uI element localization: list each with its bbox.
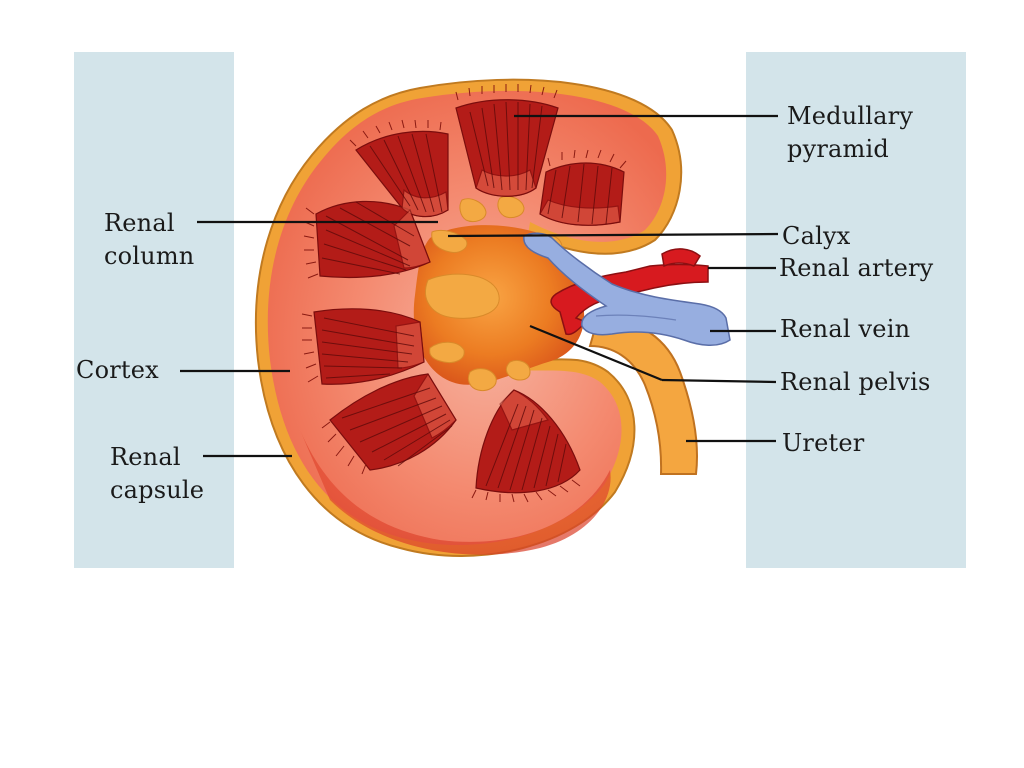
label-renal-column-line1: Renal <box>104 209 175 237</box>
pyramid-fringe <box>301 84 627 503</box>
label-calyx: Calyx <box>782 222 851 250</box>
label-ureter: Ureter <box>782 429 865 457</box>
label-renal-capsule: Renal capsule <box>110 441 204 507</box>
renal-vein <box>523 232 731 346</box>
label-renal-column-line2: column <box>104 242 195 270</box>
pyramid-striations <box>321 101 613 491</box>
label-renal-capsule-line2: capsule <box>110 476 205 504</box>
label-renal-capsule-line1: Renal <box>110 443 181 471</box>
label-medullary-line1: Medullary <box>787 102 914 130</box>
label-renal-vein: Renal vein <box>780 315 911 343</box>
panel-right <box>746 52 966 568</box>
panel-left <box>74 52 234 568</box>
cortex-lower <box>300 430 611 555</box>
leader-renal-pelvis <box>529 324 663 382</box>
ureter <box>588 316 699 475</box>
pyramid-lower-center <box>475 389 581 494</box>
leader-calyx <box>447 232 779 238</box>
renal-artery-branch <box>661 248 701 268</box>
label-renal-column: Renal column <box>104 207 194 273</box>
label-renal-pelvis: Renal pelvis <box>780 368 931 396</box>
label-renal-artery: Renal artery <box>779 254 934 282</box>
leader-lines <box>180 114 779 458</box>
medullary-pyramids <box>313 99 625 494</box>
label-medullary-pyramid: Medullary pyramid <box>787 100 913 166</box>
label-cortex: Cortex <box>76 356 159 384</box>
label-medullary-line2: pyramid <box>787 135 889 163</box>
